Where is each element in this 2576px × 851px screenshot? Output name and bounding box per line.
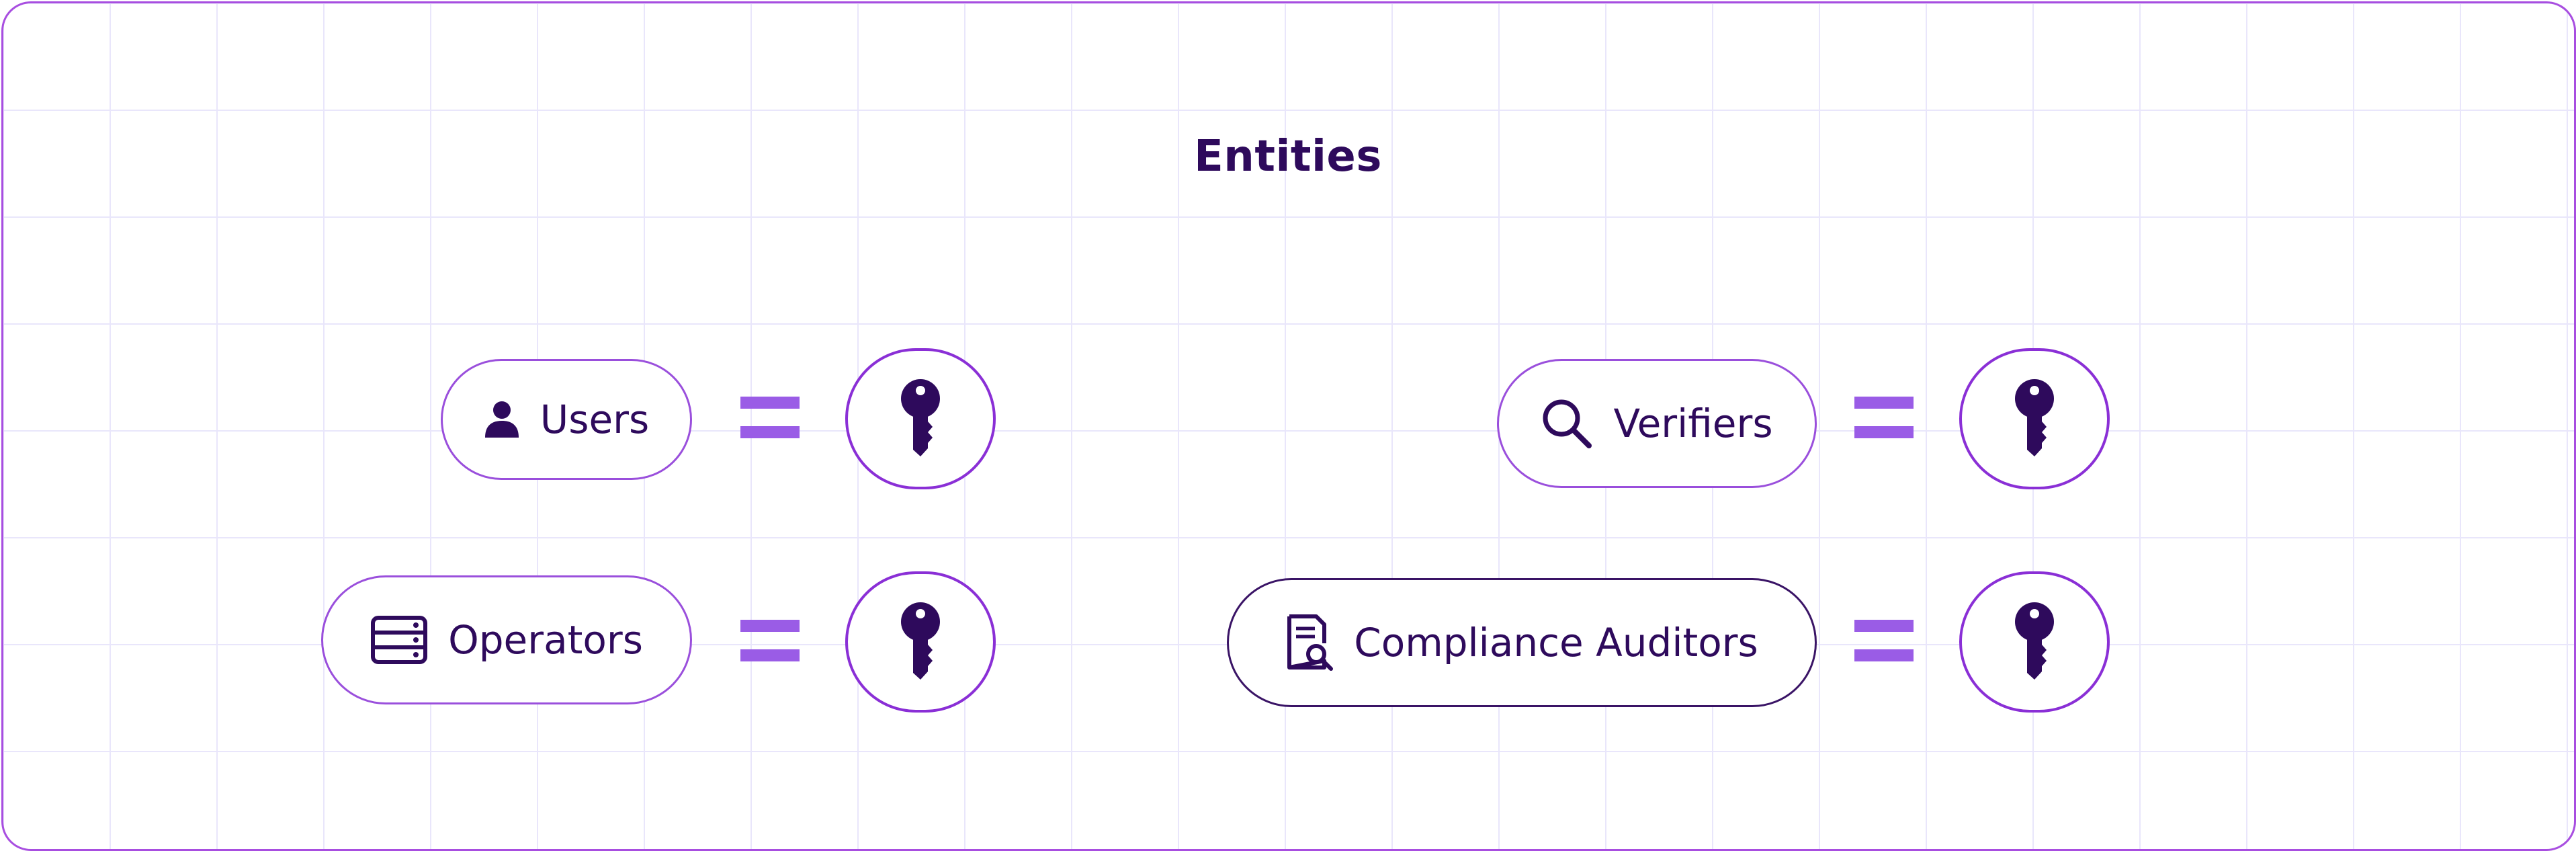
document-search-icon bbox=[1285, 614, 1334, 672]
key-icon bbox=[901, 379, 940, 456]
entity-label-verifiers: Verifiers bbox=[1613, 401, 1773, 446]
key-icon bbox=[901, 602, 940, 680]
entity-label-compliance-auditors: Compliance Auditors bbox=[1354, 620, 1758, 665]
entity-pill-compliance-auditors: Compliance Auditors bbox=[1227, 578, 1817, 707]
equals-sign bbox=[740, 397, 800, 438]
entity-pill-users: Users bbox=[441, 359, 692, 480]
entity-pill-verifiers: Verifiers bbox=[1497, 359, 1817, 488]
key-badge bbox=[845, 571, 996, 713]
entity-label-users: Users bbox=[540, 397, 650, 442]
key-badge bbox=[1959, 571, 2110, 713]
server-icon bbox=[370, 615, 428, 665]
key-icon bbox=[2015, 379, 2054, 456]
entity-label-operators: Operators bbox=[448, 617, 643, 663]
equals-sign bbox=[1854, 397, 1914, 438]
person-icon bbox=[484, 400, 520, 439]
key-icon bbox=[2015, 602, 2054, 680]
key-badge bbox=[845, 348, 996, 489]
entity-pill-operators: Operators bbox=[321, 575, 692, 704]
search-icon bbox=[1541, 397, 1593, 450]
key-badge bbox=[1959, 348, 2110, 489]
diagram-title: Entities bbox=[1194, 132, 1382, 181]
equals-sign bbox=[740, 620, 800, 661]
equals-sign bbox=[1854, 620, 1914, 661]
